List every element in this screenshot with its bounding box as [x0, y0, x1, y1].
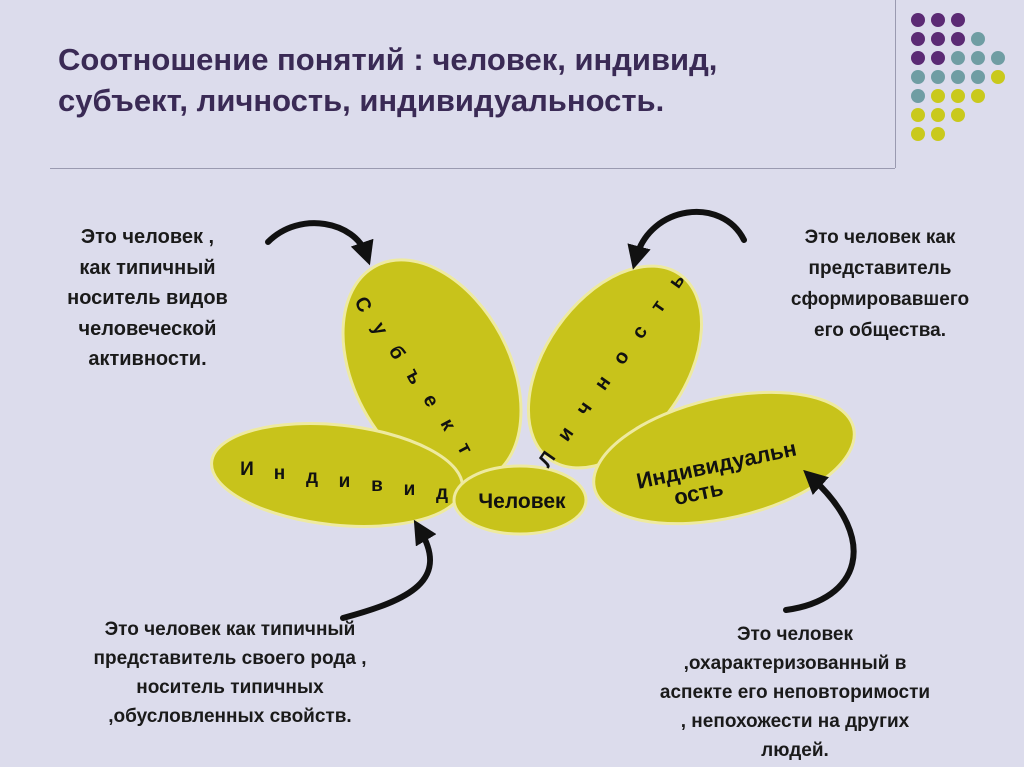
page-title: Соотношение понятий : человек, индивид, … — [58, 40, 928, 122]
decorative-dot — [931, 51, 945, 65]
title-line-1: Соотношение понятий : человек, индивид, — [58, 42, 718, 77]
description-line: Это человек , — [80, 226, 215, 248]
decorative-dot — [911, 89, 925, 103]
petal-label-letter: и — [404, 479, 416, 500]
petal-label-center: Человек — [478, 490, 566, 513]
decorative-dot — [971, 51, 985, 65]
description-line: сформировавшего — [790, 289, 970, 310]
description-line: ,обусловленных свойств. — [108, 706, 352, 727]
petal-label-letter: н — [274, 463, 285, 484]
decorative-dot — [951, 70, 965, 84]
petal-label-letter: д — [306, 467, 318, 488]
petal-center — [452, 464, 588, 536]
decorative-dot — [931, 70, 945, 84]
decorative-dot — [991, 70, 1005, 84]
title-line-2: субъект, личность, индивидуальность. — [58, 82, 665, 118]
decorative-dot — [951, 32, 965, 46]
description-line: Это человек как типичный — [104, 619, 356, 640]
petal-label-letter: И — [240, 459, 254, 480]
description-individ: Это человек как типичный представитель с… — [30, 615, 430, 731]
title-divider-horizontal — [50, 168, 895, 169]
curved-arrow-icon — [627, 208, 747, 270]
description-subject: Это человек , как типичный носитель видо… — [20, 222, 275, 375]
decorative-dot — [931, 108, 945, 122]
description-line: представитель своего рода , — [93, 648, 367, 669]
curved-arrow-icon — [265, 220, 374, 266]
decorative-dot — [911, 32, 925, 46]
decorative-dot — [971, 32, 985, 46]
decorative-dot — [931, 127, 945, 141]
decorative-dots-icon — [911, 13, 1005, 141]
decorative-dot — [911, 70, 925, 84]
decorative-dot — [951, 13, 965, 27]
description-line: людей. — [761, 740, 829, 761]
decorative-dot — [951, 108, 965, 122]
decorative-dot — [991, 51, 1005, 65]
description-line: как типичный — [79, 256, 216, 279]
description-line: аспекте его неповторимости — [659, 682, 931, 703]
description-individualnost: Это человек ,охарактеризованный в аспект… — [595, 620, 995, 765]
decorative-dot — [911, 13, 925, 27]
decorative-dot — [951, 89, 965, 103]
decorative-dot — [931, 89, 945, 103]
decorative-dot — [911, 51, 925, 65]
decorative-dot — [911, 127, 925, 141]
petal-individualnost — [592, 390, 856, 526]
description-line: ,охарактеризованный в — [683, 653, 907, 674]
description-line: носитель видов — [67, 287, 228, 309]
description-line: , непохожести на других — [680, 711, 910, 732]
decorative-dot — [971, 89, 985, 103]
decorative-dot — [931, 13, 945, 27]
decorative-dot — [971, 70, 985, 84]
decorative-dot — [951, 51, 965, 65]
curved-arrow-icon — [340, 519, 437, 621]
description-line: человеческой — [78, 317, 217, 340]
curved-arrow-icon — [783, 469, 857, 613]
petal-label-letter: в — [371, 475, 383, 496]
description-line: Это человек — [737, 624, 853, 645]
decorative-dot — [911, 108, 925, 122]
petal-label-letter: д — [436, 483, 448, 504]
description-line: его общества. — [814, 320, 946, 341]
decorative-dot — [931, 32, 945, 46]
petal-label-letter: и — [339, 471, 351, 492]
description-line: представитель — [808, 258, 952, 279]
description-line: носитель типичных — [136, 677, 324, 698]
title-divider-vertical — [895, 0, 896, 168]
description-line: Это человек как — [804, 227, 956, 248]
description-lichnost: Это человек как представитель сформирова… — [755, 222, 1005, 346]
description-line: активности. — [88, 348, 207, 370]
